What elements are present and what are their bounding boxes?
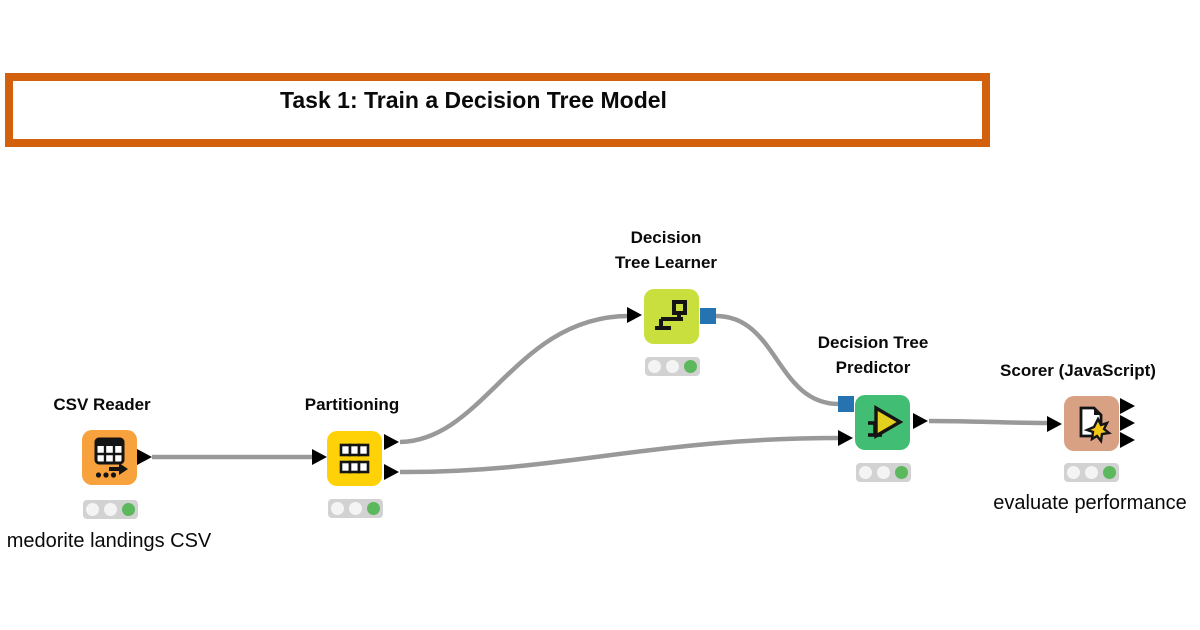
connection-partitioning-to-learner[interactable]: [399, 313, 629, 445]
label-line1: Decision Tree: [817, 333, 929, 352]
connection-predictor-to-scorer[interactable]: [928, 418, 1049, 426]
status-light-off: [86, 503, 99, 516]
scorer-output-port-top[interactable]: [1120, 398, 1135, 414]
status-light-green: [122, 503, 135, 516]
label-line2: Predictor: [835, 358, 911, 377]
label-line2: Tree Learner: [614, 253, 718, 272]
node-comment-csv-reader[interactable]: medorite landings CSV: [6, 530, 212, 552]
csv-reader-traffic-light: [83, 500, 138, 519]
partitioning-icon: [339, 443, 370, 474]
node-label-decision-tree-predictor: Decision Tree Predictor: [788, 330, 958, 380]
status-light-off: [877, 466, 890, 479]
partitioning-output-port-top[interactable]: [384, 434, 399, 450]
connection-partitioning-to-predictor[interactable]: [399, 435, 840, 475]
partitioning-traffic-light: [328, 499, 383, 518]
partitioning-output-port-bottom[interactable]: [384, 464, 399, 480]
node-label-csv-reader: CSV Reader: [53, 395, 151, 414]
partitioning-input-port[interactable]: [312, 449, 327, 465]
label-line1: Decision: [630, 228, 702, 247]
scorer-traffic-light: [1064, 463, 1119, 482]
decision-tree-predictor-data-input-port[interactable]: [838, 430, 853, 446]
decision-tree-learner-model-output-port[interactable]: [700, 308, 716, 324]
status-light-off: [1085, 466, 1098, 479]
node-comment-scorer[interactable]: evaluate performance: [993, 492, 1187, 514]
status-light-off: [1067, 466, 1080, 479]
status-light-green: [367, 502, 380, 515]
status-light-off: [648, 360, 661, 373]
node-label-decision-tree-learner: Decision Tree Learner: [586, 225, 746, 275]
node-label-scorer-javascript: Scorer (JavaScript): [1000, 361, 1156, 380]
node-decision-tree-predictor[interactable]: [855, 395, 910, 450]
node-scorer-javascript[interactable]: [1064, 396, 1119, 451]
node-decision-tree-learner[interactable]: [644, 289, 699, 344]
decision-tree-predictor-model-input-port[interactable]: [838, 396, 854, 412]
status-light-off: [331, 502, 344, 515]
decision-tree-learner-icon: [655, 300, 687, 330]
decision-tree-predictor-icon: [868, 405, 904, 439]
status-light-green: [684, 360, 697, 373]
status-light-green: [895, 466, 908, 479]
status-light-off: [859, 466, 872, 479]
workflow-annotation[interactable]: Task 1: Train a Decision Tree Model: [5, 73, 990, 147]
annotation-title: Task 1: Train a Decision Tree Model: [280, 87, 667, 113]
decision-tree-learner-traffic-light: [645, 357, 700, 376]
scorer-output-port-bottom[interactable]: [1120, 432, 1135, 448]
csv-reader-output-port[interactable]: [137, 449, 152, 465]
scorer-input-port[interactable]: [1047, 416, 1062, 432]
node-partitioning[interactable]: [327, 431, 382, 486]
decision-tree-learner-input-port[interactable]: [627, 307, 642, 323]
node-csv-reader[interactable]: [82, 430, 137, 485]
status-light-off: [349, 502, 362, 515]
status-light-off: [104, 503, 117, 516]
scorer-output-port-middle[interactable]: [1120, 415, 1135, 431]
connection-learner-to-predictor[interactable]: [715, 313, 840, 407]
status-light-off: [666, 360, 679, 373]
node-label-partitioning: Partitioning: [304, 395, 400, 414]
scorer-javascript-icon: [1079, 406, 1112, 444]
decision-tree-predictor-output-port[interactable]: [913, 413, 928, 429]
decision-tree-predictor-traffic-light: [856, 463, 911, 482]
csv-reader-icon: [94, 437, 128, 478]
status-light-green: [1103, 466, 1116, 479]
